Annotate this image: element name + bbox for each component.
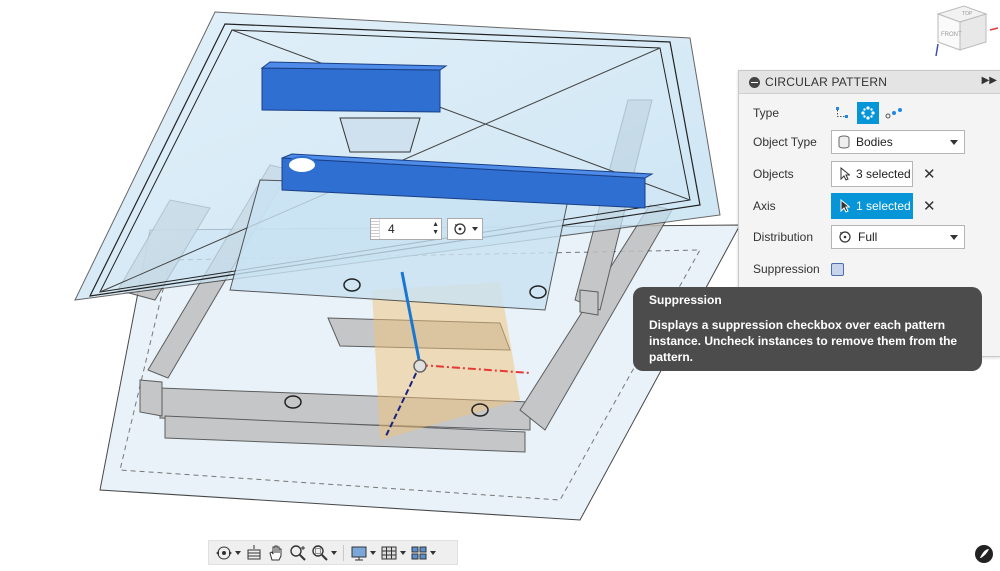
object-type-label: Object Type (753, 135, 817, 149)
view-cube-top-label: TOP (962, 11, 973, 17)
chevron-down-icon (430, 550, 436, 555)
quantity-widget: 4 ▲▼ (370, 218, 483, 240)
tooltip-body: Displays a suppression checkbox over eac… (649, 318, 958, 364)
objects-row: Objects 3 selected ✕ (753, 161, 936, 187)
faces-icon (836, 107, 848, 118)
suppression-row: Suppression (753, 262, 844, 276)
view-cube-icon[interactable]: TOP FRONT (928, 0, 1000, 62)
type-bodies-button[interactable] (857, 102, 879, 124)
quantity-value[interactable]: 4 (388, 222, 395, 236)
blue-body-mid-face (281, 153, 654, 179)
viewports-icon (411, 546, 427, 559)
chevron-down-icon (950, 235, 958, 240)
zoom-window-icon (312, 544, 328, 561)
expand-icon[interactable]: ▶▶ (981, 75, 997, 86)
distribution-row: Distribution Full (753, 225, 965, 249)
body-icon (838, 135, 850, 149)
axis-select-button[interactable]: 1 selected (831, 193, 913, 219)
object-type-select[interactable]: Bodies (831, 130, 965, 154)
spinner-icon[interactable]: ▲▼ (432, 221, 439, 236)
blue-body-top (261, 67, 441, 113)
cursor-arrow-icon (840, 167, 850, 181)
axis-z (384, 364, 421, 439)
pan-icon (269, 545, 282, 560)
zoom-window-button[interactable] (311, 543, 337, 563)
type-features-button[interactable] (883, 102, 905, 124)
axis-plane (372, 282, 520, 440)
viewports-button[interactable] (410, 543, 436, 563)
tooltip-title: Suppression (649, 293, 722, 307)
zoom-button[interactable] (289, 543, 307, 563)
cursor-arrow-icon (840, 199, 850, 213)
distribution-value: Full (858, 230, 878, 244)
axis-label: Axis (753, 199, 776, 213)
grid-icon (381, 546, 397, 559)
clear-objects-icon[interactable]: ✕ (923, 165, 936, 183)
chevron-down-icon (400, 550, 406, 555)
full-circle-icon (839, 231, 851, 243)
features-icon (885, 108, 902, 119)
objects-label: Objects (753, 167, 794, 181)
object-type-row: Object Type Bodies (753, 130, 965, 154)
orbit-button[interactable] (215, 543, 241, 563)
drag-grip-icon[interactable] (371, 219, 380, 239)
objects-select-button[interactable]: 3 selected (831, 161, 913, 187)
objects-value: 3 selected (856, 167, 911, 181)
blue-body-top-face (260, 61, 448, 71)
look-at-button[interactable] (245, 543, 263, 563)
view-cube[interactable]: TOP FRONT (928, 0, 1000, 62)
clear-axis-icon[interactable]: ✕ (923, 197, 936, 215)
grid-button[interactable] (380, 543, 406, 563)
chevron-down-icon (950, 140, 958, 145)
hole-markers (284, 278, 547, 417)
quantity-input[interactable]: 4 ▲▼ (370, 218, 442, 240)
rotate-direction-icon (453, 223, 466, 235)
pan-button[interactable] (267, 543, 285, 563)
object-type-value: Bodies (856, 135, 893, 149)
look-at-icon (247, 544, 261, 559)
collapse-icon[interactable] (749, 76, 760, 88)
chevron-down-icon (471, 227, 478, 231)
toolbar-divider (343, 544, 344, 561)
chevron-down-icon (235, 550, 241, 555)
view-cube-front-label: FRONT (941, 32, 962, 38)
axis-y[interactable] (400, 271, 422, 366)
type-faces-button[interactable] (831, 102, 853, 124)
distribution-select[interactable]: Full (831, 225, 965, 249)
display-settings-icon (351, 546, 367, 560)
axis-x (419, 364, 531, 374)
feather-icon (980, 549, 989, 558)
chevron-down-icon (370, 550, 376, 555)
body-marker[interactable] (287, 156, 317, 174)
orbit-icon (216, 546, 232, 559)
panel-header: CIRCULAR PATTERN ▶▶ (739, 71, 1000, 94)
direction-button[interactable] (447, 218, 483, 240)
axis-value: 1 selected (856, 199, 911, 213)
navigation-toolbar (208, 540, 458, 565)
chevron-down-icon (331, 550, 337, 555)
axis-row: Axis 1 selected ✕ (753, 193, 936, 219)
type-label: Type (753, 106, 780, 120)
type-row: Type (753, 102, 905, 124)
panel-title: CIRCULAR PATTERN (765, 75, 888, 89)
distribution-label: Distribution (753, 230, 814, 244)
zoom-icon (290, 544, 306, 561)
suppression-checkbox[interactable] (831, 262, 844, 276)
suppression-tooltip: Suppression Displays a suppression check… (633, 287, 982, 371)
suppression-label: Suppression (753, 262, 820, 276)
funnel (339, 117, 421, 153)
axis-origin[interactable] (413, 359, 427, 373)
top-plane-inner (88, 23, 701, 297)
feedback-icon[interactable] (975, 545, 993, 563)
bodies-pattern-icon (861, 106, 875, 120)
display-settings-button[interactable] (350, 543, 376, 563)
